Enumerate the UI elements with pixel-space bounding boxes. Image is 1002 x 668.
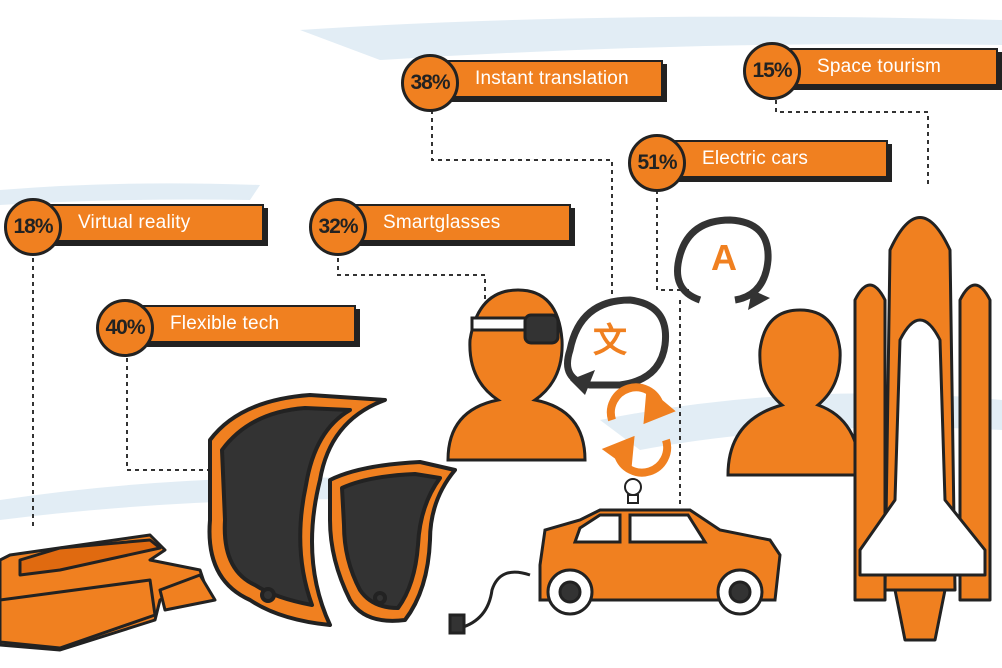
sync-arrows-icon [601,383,676,477]
plug-icon [448,570,531,635]
label-virtual-reality: Virtual reality 18% [4,198,266,256]
label-bar: Flexible tech [122,305,356,343]
percent-badge: 15% [743,42,801,100]
translate-glyph-left: 文 [593,321,627,361]
percent-badge: 51% [628,134,686,192]
label-bar: Smartglasses [335,204,571,242]
translate-bubble-icon: 文 [564,296,670,395]
label-text: Space tourism [817,56,942,77]
person-smartglasses-icon [446,288,587,462]
percent-badge: 32% [309,198,367,256]
label-electric-cars: Electric cars 51% [628,134,890,192]
label-bar: Space tourism [769,48,998,86]
label-bar: Instant translation [427,60,663,98]
bubble-letter: A [711,237,737,278]
label-bar: Virtual reality [30,204,264,242]
label-text: Smartglasses [383,212,501,233]
label-bar: Electric cars [654,140,888,178]
percent-badge: 38% [401,54,459,112]
label-text: Virtual reality [78,212,191,233]
label-smartglasses: Smartglasses 32% [309,198,571,256]
space-shuttle-icon [853,216,992,642]
percent-badge: 40% [96,299,154,357]
language-bubble-icon: A [674,216,772,310]
label-flexible-tech: Flexible tech 40% [96,299,358,357]
label-text: Instant translation [475,68,629,89]
percent-badge: 18% [4,198,62,256]
connector-lines [32,92,929,530]
label-space-tourism: Space tourism 15% [743,42,1002,100]
vr-goggles-icon [0,533,217,652]
person-icon [726,308,862,477]
lightbulb-icon [624,478,642,504]
flexible-screen-icon [207,393,457,627]
label-text: Flexible tech [170,313,280,334]
label-instant-translation: Instant translation 38% [401,54,663,112]
label-text: Electric cars [702,148,809,169]
electric-car-icon [538,508,782,616]
